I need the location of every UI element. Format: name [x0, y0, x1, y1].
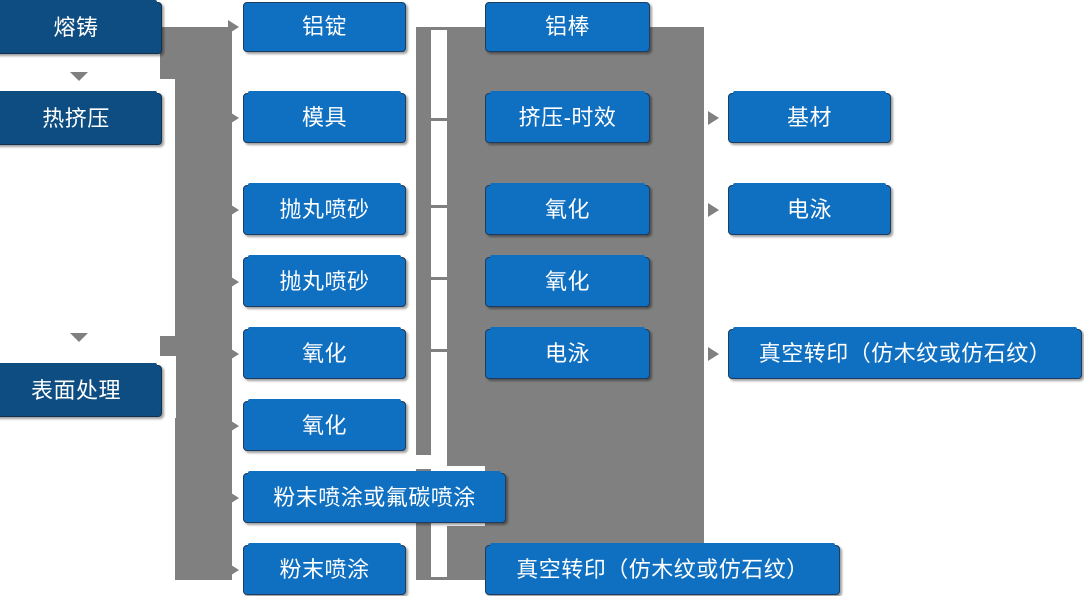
connector-mid-notch — [416, 455, 431, 469]
output-box-substrate[interactable]: 基材 — [728, 91, 891, 143]
process-box-aluminum-rod[interactable]: 铝棒 — [485, 2, 650, 52]
arrow-to-shotblast-1 — [228, 203, 239, 217]
process-box-shotblast-2[interactable]: 抛丸喷砂 — [243, 255, 406, 307]
connector-left-stub-surface — [160, 336, 182, 356]
process-box-oxidation-4[interactable]: 氧化 — [485, 255, 650, 307]
connector-right-trunk — [690, 27, 704, 580]
process-label: 氧化 — [544, 197, 590, 222]
process-label: 抛丸喷砂 — [279, 269, 370, 294]
arrow-to-substrate — [708, 111, 719, 125]
connector-mid-gap — [431, 27, 447, 580]
stage-label: 熔铸 — [53, 15, 99, 40]
arrow-to-powder-coating — [228, 563, 239, 577]
arrow-to-electrophoresis — [708, 203, 719, 217]
process-label: 抛丸喷砂 — [279, 197, 370, 222]
stage-box-hot-extrusion[interactable]: 热挤压 — [0, 91, 162, 145]
arrow-to-powder-or-fluorocarbon — [228, 491, 239, 505]
process-box-shotblast-1[interactable]: 抛丸喷砂 — [243, 183, 406, 235]
output-box-electrophoresis[interactable]: 电泳 — [728, 183, 891, 235]
process-label: 氧化 — [544, 269, 590, 294]
process-box-vacuum-transfer-1[interactable]: 真空转印（仿木纹或仿石纹） — [485, 543, 840, 595]
arrow-down-surface-treatment — [70, 333, 88, 342]
connector-left-gap — [160, 356, 176, 418]
connector-left-trunk — [175, 27, 232, 580]
arrow-to-aluminum-ingot — [228, 20, 239, 34]
process-label: 真空转印（仿木纹或仿石纹） — [516, 557, 809, 582]
process-label: 铝棒 — [544, 14, 590, 39]
stage-box-melting-casting[interactable]: 熔铸 — [0, 0, 162, 54]
connector-rung-2 — [431, 118, 447, 121]
connector-rung-5 — [431, 349, 447, 352]
process-label: 电泳 — [544, 341, 590, 366]
process-box-mold[interactable]: 模具 — [243, 91, 406, 143]
process-box-oxidation-2[interactable]: 氧化 — [243, 399, 406, 451]
connector-rung-6 — [431, 577, 447, 580]
process-label: 氧化 — [301, 413, 347, 438]
arrow-to-shotblast-2 — [228, 275, 239, 289]
process-label: 模具 — [301, 105, 347, 130]
process-box-powder-coating[interactable]: 粉末喷涂 — [243, 543, 406, 595]
output-box-vacuum-transfer[interactable]: 真空转印（仿木纹或仿石纹） — [728, 327, 1082, 379]
arrow-to-mold — [228, 111, 239, 125]
process-box-powder-or-fluorocarbon-coating[interactable]: 粉末喷涂或氟碳喷涂 — [243, 471, 506, 523]
stage-box-surface-treatment[interactable]: 表面处理 — [0, 363, 162, 417]
process-label: 粉末喷涂或氟碳喷涂 — [273, 485, 476, 510]
stage-label: 表面处理 — [30, 378, 121, 403]
connector-rung-3 — [431, 205, 447, 208]
connector-left-stub-top — [160, 27, 182, 79]
process-box-oxidation-1[interactable]: 氧化 — [243, 327, 406, 379]
output-label: 基材 — [786, 105, 832, 130]
connector-rung-4 — [431, 277, 447, 280]
process-label: 粉末喷涂 — [279, 557, 370, 582]
process-label: 挤压-时效 — [518, 105, 617, 130]
output-label: 电泳 — [786, 197, 832, 222]
arrow-to-oxidation-1 — [228, 347, 239, 361]
process-box-oxidation-3[interactable]: 氧化 — [485, 183, 650, 235]
process-label: 铝锭 — [301, 14, 347, 39]
output-label: 真空转印（仿木纹或仿石纹） — [758, 341, 1052, 366]
stage-label: 热挤压 — [42, 106, 110, 131]
process-label: 氧化 — [301, 341, 347, 366]
process-box-electrophoresis-1[interactable]: 电泳 — [485, 327, 650, 379]
arrow-to-vacuum-transfer — [708, 347, 719, 361]
arrow-to-oxidation-2 — [228, 419, 239, 433]
process-box-aluminum-ingot[interactable]: 铝锭 — [243, 2, 406, 52]
process-box-extrusion-aging[interactable]: 挤压-时效 — [485, 91, 650, 143]
connector-mid-bar-narrow — [416, 27, 431, 580]
arrow-down-hot-extrusion — [70, 72, 88, 81]
connector-rung-1 — [431, 27, 447, 30]
